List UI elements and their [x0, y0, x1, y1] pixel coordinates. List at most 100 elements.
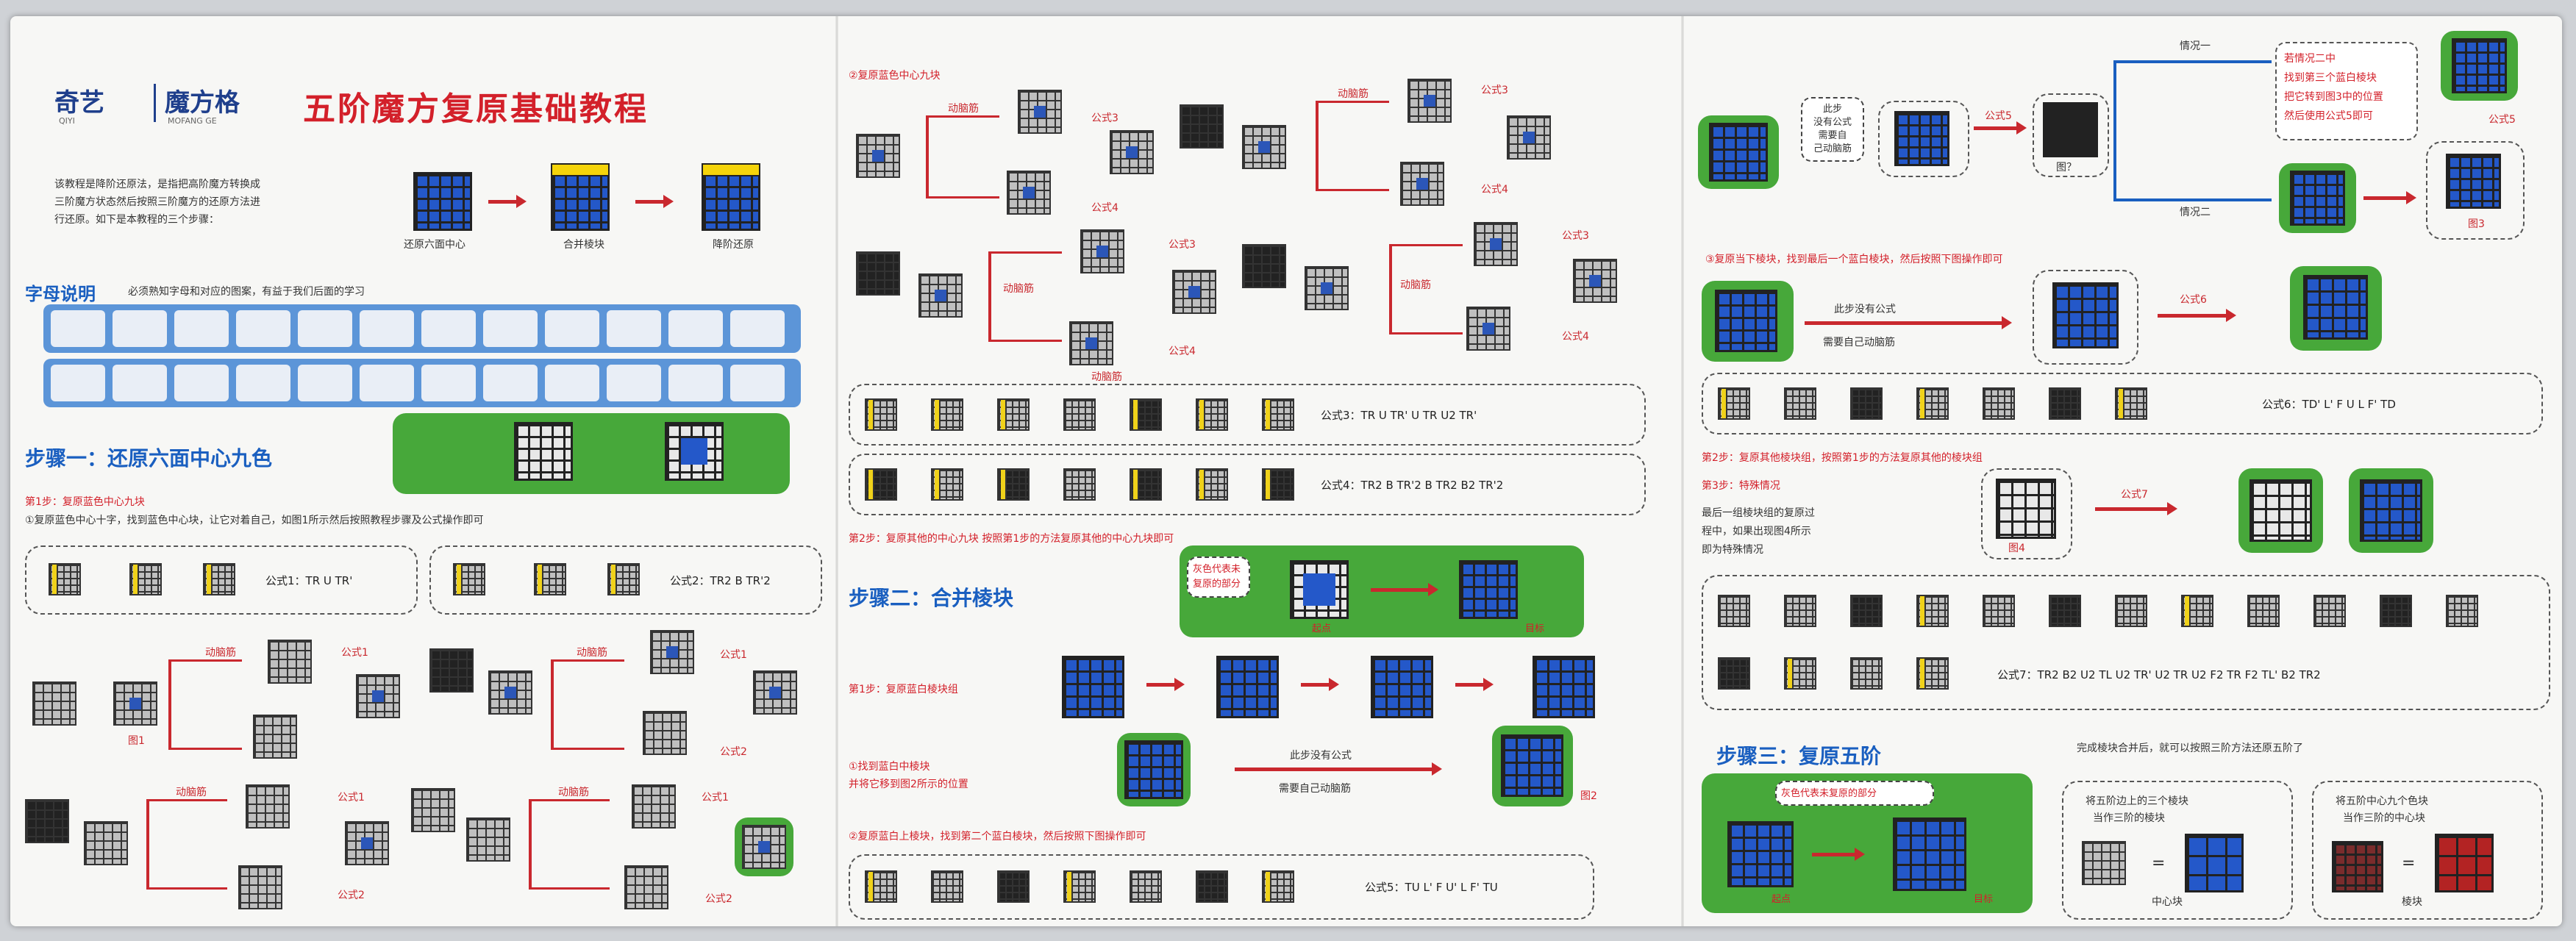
letter-key-row — [43, 359, 801, 407]
box1-line: 当作三阶的棱块 — [2093, 812, 2165, 824]
mid-s2-title: ②复原蓝色中心九块 — [849, 70, 941, 82]
case1-green-panel — [2441, 31, 2518, 101]
green-label: 目标 — [1974, 894, 1994, 905]
dash-cube-box — [2033, 270, 2138, 365]
formula7-text: 公式7：TR2 B2 U2 TL U2 TR' U2 TR U2 F2 TR F… — [1997, 668, 2321, 681]
diagram-tag: 公式4 — [1091, 202, 1118, 214]
case1-label: 情况一 — [2180, 40, 2211, 52]
case-text-line: 若情况二中 — [2284, 53, 2336, 65]
brand-logo-right-sub: MOFANG GE — [168, 116, 217, 126]
cube-diagram — [1573, 259, 1617, 303]
cube-solved-icon — [702, 172, 760, 231]
diagram-tag: 动脑筋 — [1338, 88, 1369, 100]
dash-cube-box: 图3 — [2426, 141, 2525, 240]
equals-icon: = — [2152, 854, 2166, 873]
step3-special: 第3步：特殊情况 — [1702, 480, 1780, 492]
formula5-tag: 公式5 — [2488, 114, 2516, 126]
cube-diagram — [1371, 656, 1433, 718]
fig3-label: 图3 — [2468, 218, 2485, 230]
cube-diagram — [632, 784, 676, 829]
diagram-tag: 动脑筋 — [1400, 279, 1431, 291]
cube-edges-icon — [551, 172, 610, 231]
cube-diagram — [246, 784, 290, 829]
step2-green-panel: 灰色代表未复原的部分 起点 目标 — [1180, 545, 1584, 637]
fig-question: 图？ — [2056, 162, 2077, 173]
formula6-box: 公式6：TD' L' F U L F' TD — [1702, 373, 2543, 434]
special-text-line: 最后一组棱块组的复原过 — [1702, 507, 1815, 519]
diagram-tag: 公式1 — [341, 647, 368, 659]
diagram-tag: 图1 — [128, 735, 145, 747]
letters-label: 字母说明 — [25, 284, 96, 304]
dash-cube-box: 图？ — [2033, 93, 2109, 177]
top-bubble-line: 此步 — [1822, 104, 1842, 115]
cube-centers-icon — [413, 172, 472, 231]
step1-sub1-desc: ①复原蓝色中心十字，找到蓝色中心块，让它对着自己，如图1所示然后按照教程步骤及公… — [25, 515, 484, 526]
box1-label: 中心块 — [2152, 896, 2183, 908]
result-green-panel — [735, 817, 793, 876]
formula7-box: 公式7：TR2 B2 U2 TL U2 TR' U2 TR U2 F2 TR F… — [1702, 575, 2550, 710]
cube-diagram — [32, 681, 76, 726]
case-text-line: 然后使用公式5即可 — [2284, 110, 2373, 122]
cube-diagram — [1242, 244, 1286, 288]
cube-diagram — [624, 865, 668, 909]
s3-end-green-panel — [2290, 266, 2382, 351]
formula1-text: 公式1：TR U TR' — [265, 574, 353, 587]
cube-diagram — [753, 670, 797, 715]
box2-label: 棱块 — [2402, 896, 2422, 908]
cube-diagram — [1080, 229, 1124, 273]
find1-green-panel — [1117, 733, 1191, 806]
special-text-line: 即为特殊情况 — [1702, 544, 1763, 556]
no-formula-line: 此步没有公式 — [1834, 304, 1896, 315]
cube-diagram — [650, 630, 694, 674]
green-label: 起点 — [1312, 623, 1332, 634]
diagram-tag: 动脑筋 — [176, 787, 207, 798]
diagram-tag: 动脑筋 — [1003, 283, 1034, 295]
cube-diagram — [84, 821, 128, 865]
formula3-box: 公式3：TR U TR' U TR U2 TR' — [849, 384, 1646, 446]
cube-diagram — [466, 817, 510, 862]
step3-green-note: 灰色代表未复原的部分 — [1775, 781, 1934, 806]
formula1-box: 公式1：TR U TR' — [25, 545, 418, 615]
cube-diagram — [1466, 307, 1510, 351]
diagram-tag: 动脑筋 — [948, 103, 979, 115]
cube-diagram — [918, 273, 963, 318]
step2-title: 步骤二：合并棱块 — [849, 586, 1014, 610]
find1-line: ①找到蓝白中棱块 — [849, 761, 930, 773]
brand-logo-right: 魔方格 — [165, 88, 240, 118]
intro-step-label: 合并棱块 — [563, 239, 604, 251]
diagram-tag: 动脑筋 — [205, 647, 236, 659]
green-label: 目标 — [1525, 623, 1545, 634]
step3-green-panel: 灰色代表未复原的部分 起点 目标 — [1702, 773, 2033, 913]
brand-logo-left-sub: QIYI — [59, 116, 75, 126]
cube-diagram — [1069, 321, 1113, 365]
step3-title: 步骤三：复原五阶 — [1716, 744, 1882, 768]
no-formula-line: 需要自己动脑筋 — [1823, 337, 1895, 348]
top-bubble-line: 己动脑筋 — [1813, 143, 1852, 154]
special-text-line: 程中，如果出现图4所示 — [1702, 526, 1811, 537]
step1-sub1: 第1步：复原蓝色中心九块 — [25, 496, 145, 508]
cube-diagram — [113, 681, 157, 726]
cube-diagram — [356, 674, 400, 718]
step1-green-panel — [393, 413, 790, 494]
diagram-tag: 公式1 — [720, 649, 747, 661]
cube-diagram — [1018, 90, 1062, 134]
green-label: 起点 — [1772, 894, 1791, 905]
fig2-green-panel — [1492, 726, 1573, 806]
green-note: 灰色代表未复原的部分 — [1187, 557, 1250, 598]
step1-title: 步骤一：还原六面中心九色 — [25, 446, 273, 470]
cube-diagram — [1180, 104, 1224, 149]
cube-diagram — [1507, 115, 1551, 160]
cube-diagram — [643, 711, 687, 755]
cube-diagram — [253, 715, 297, 759]
diagram-tag: 公式3 — [1169, 239, 1196, 251]
diagram-tag: 公式2 — [720, 746, 747, 758]
diagram-tag: 公式4 — [1562, 331, 1589, 343]
fig4-label: 图4 — [2008, 543, 2025, 554]
cube-diagram — [1242, 125, 1286, 169]
cube-diagram — [268, 640, 312, 684]
cube-diagram — [856, 251, 900, 296]
cube-diagram — [1007, 171, 1051, 215]
cube-diagram — [1533, 656, 1595, 718]
s3-start-green-panel — [1702, 281, 1794, 362]
cube-diagram — [1407, 79, 1452, 123]
